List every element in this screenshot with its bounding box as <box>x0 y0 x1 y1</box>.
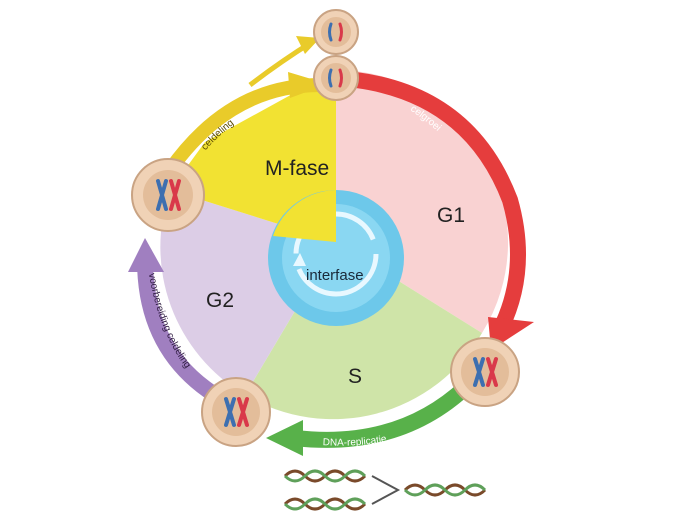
celdeling-arrowhead-icon <box>288 72 328 98</box>
chromosome-icon <box>156 179 181 211</box>
celgroei-arrow <box>354 72 526 334</box>
cell-icon <box>313 9 359 55</box>
s-sector <box>245 242 482 420</box>
cell-icon <box>131 158 205 232</box>
s-label: S <box>348 365 362 388</box>
cell-icon <box>313 55 359 101</box>
celdeling-branch-arrowhead-icon <box>296 36 320 54</box>
g2-label: G2 <box>206 289 234 312</box>
dna-replicatie-arrow <box>294 379 474 448</box>
cell-icon <box>201 377 271 447</box>
dna-helix-icon <box>403 483 487 497</box>
dna-helix-icon <box>283 469 367 483</box>
m-phase-label: M-fase <box>265 157 329 180</box>
chromosome-icon <box>224 397 249 427</box>
cycle-arrowhead-icon <box>293 253 306 266</box>
chromosome-icon <box>473 357 498 387</box>
cell-icon <box>450 337 520 407</box>
interphase-label: interfase <box>306 267 364 284</box>
dna-replicatie-arrowhead-icon <box>266 420 303 456</box>
dna-helix-icon <box>283 497 367 511</box>
voorbereiding-arrowhead-icon <box>128 238 164 272</box>
m-phase-sector <box>170 70 336 242</box>
dna-split-bracket <box>371 475 401 505</box>
g1-label: G1 <box>437 204 465 227</box>
voorbereiding-arrow <box>137 259 220 402</box>
m-phase-overlap <box>273 190 336 242</box>
